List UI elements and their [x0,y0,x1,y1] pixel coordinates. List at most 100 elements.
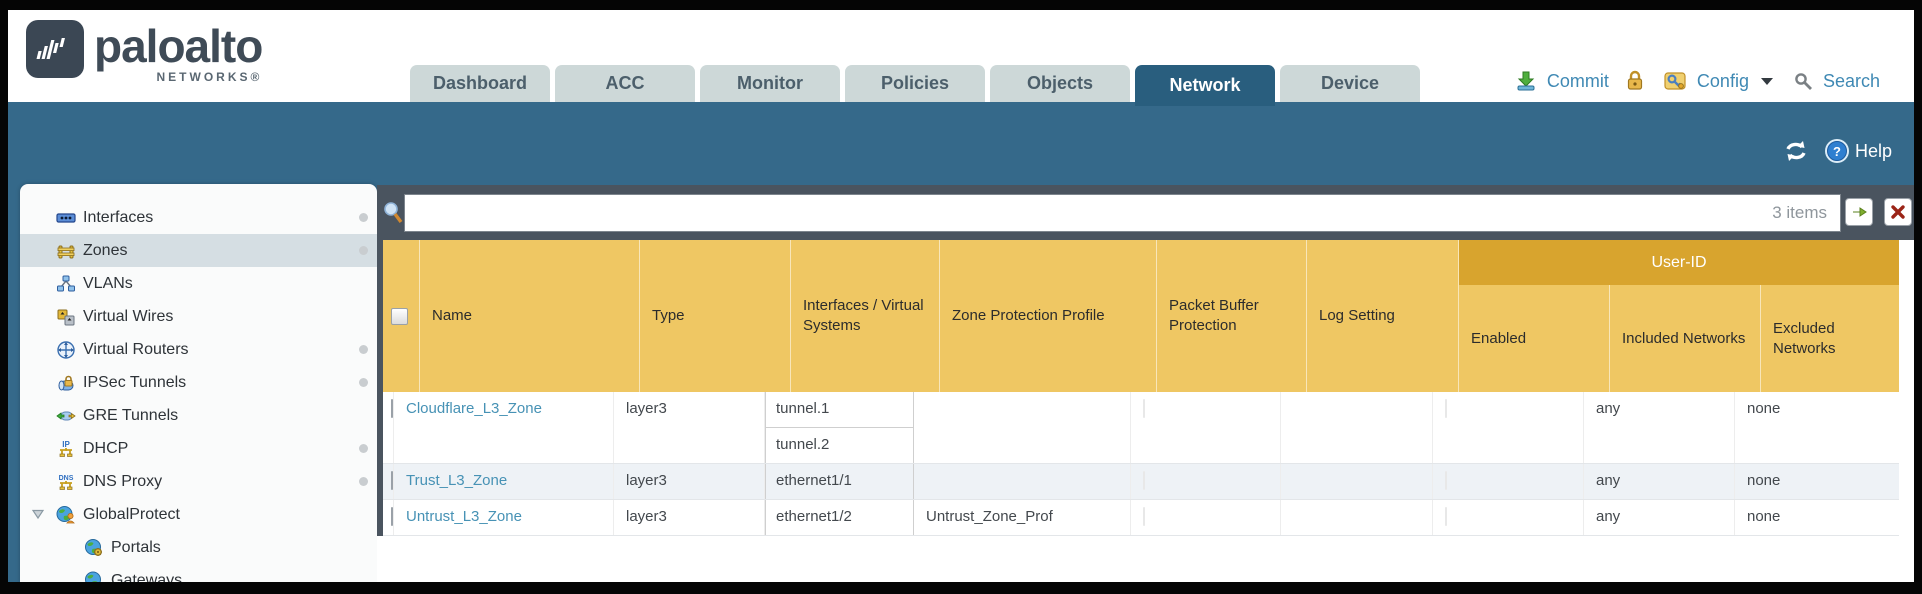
user-id-enabled-cell [1433,392,1584,463]
zones-table: Name Type Interfaces / Virtual Systems Z… [383,240,1899,536]
column-header-type[interactable]: Type [640,240,791,392]
sidebar-item-label: GlobalProtect [83,505,180,523]
config-button[interactable]: Config [1696,70,1749,91]
packet-buffer-checkbox[interactable] [1143,471,1145,490]
tab-objects[interactable]: Objects [990,65,1130,102]
sidebar-item-label: Portals [111,538,161,556]
gre-tunnels-icon [54,406,78,426]
interface-item[interactable]: tunnel.1 [766,392,913,428]
svg-text:IP: IP [62,440,70,449]
zone-name-link[interactable]: Trust_L3_Zone [406,472,508,489]
user-id-enabled-checkbox[interactable] [1445,507,1447,526]
sidebar-item-vlans[interactable]: VLANs [20,267,377,300]
column-header-log-setting[interactable]: Log Setting [1307,240,1459,392]
clear-filter-button[interactable] [1884,198,1912,226]
packet-buffer-checkbox[interactable] [1143,399,1145,418]
log-setting-cell [1281,500,1433,535]
log-setting-cell [1281,392,1433,463]
row-select-cell [383,500,394,535]
interface-item[interactable]: ethernet1/2 [776,508,852,525]
content-gutter [377,240,383,536]
excluded-networks-cell: none [1747,400,1781,417]
sidebar-item-zones[interactable]: Zones [20,234,377,267]
sidebar-item-ipsec-tunnels[interactable]: IPSec Tunnels [20,366,377,399]
tab-policies[interactable]: Policies [845,65,985,102]
column-header-zone-protection-profile[interactable]: Zone Protection Profile [940,240,1157,392]
interface-item[interactable]: tunnel.2 [776,436,830,453]
gateways-icon [82,571,106,582]
interface-item[interactable]: ethernet1/1 [776,472,852,489]
interfaces-icon [54,208,78,228]
sidebar-item-globalprotect[interactable]: GlobalProtect [20,498,377,531]
apply-filter-button[interactable] [1845,198,1873,226]
included-networks-cell: any [1584,464,1735,499]
excluded-networks-cell: none [1747,508,1781,525]
sidebar-item-virtual-wires[interactable]: Virtual Wires [20,300,377,333]
help-link[interactable]: ? Help [1824,138,1892,164]
sidebar-item-label: GRE Tunnels [83,406,179,424]
zone-name-cell: Cloudflare_L3_Zone [394,392,614,463]
paloalto-logo: paloalto NETWORKS® [26,20,263,84]
user-id-enabled-cell [1433,500,1584,535]
user-id-enabled-checkbox[interactable] [1445,471,1447,490]
row-checkbox[interactable] [391,507,393,526]
tab-acc[interactable]: ACC [555,65,695,102]
filter-input[interactable] [404,194,1841,232]
lock-icon[interactable] [1625,70,1645,92]
sidebar-item-dns-proxy[interactable]: DNS DNS Proxy [20,465,377,498]
commit-button[interactable]: Commit [1546,70,1609,91]
sidebar-item-gre-tunnels[interactable]: GRE Tunnels [20,399,377,432]
select-all-checkbox[interactable] [391,307,408,325]
zone-name-link[interactable]: Untrust_L3_Zone [406,508,522,525]
sidebar-item-label: Gateways [111,571,183,589]
included-networks-cell: any [1584,500,1735,535]
sidebar-item-portals[interactable]: Portals [20,531,377,564]
sidebar-item-dhcp[interactable]: IP DHCP [20,432,377,465]
column-header-interfaces[interactable]: Interfaces / Virtual Systems [791,240,940,392]
column-header-name[interactable]: Name [420,240,640,392]
main-nav-tabs: Dashboard ACC Monitor Policies Objects N… [410,65,1420,106]
status-dot [359,378,368,387]
tab-network[interactable]: Network [1135,65,1275,106]
tab-dashboard[interactable]: Dashboard [410,65,550,102]
zone-type-cell: layer3 [614,392,765,463]
tab-device[interactable]: Device [1280,65,1420,102]
row-checkbox[interactable] [391,399,393,418]
config-dropdown-caret-icon[interactable] [1760,77,1773,85]
svg-text:?: ? [1833,144,1841,159]
zone-interfaces-cell: tunnel.1 tunnel.2 [765,392,914,463]
search-button[interactable]: Search [1822,70,1880,91]
status-dot [359,213,368,222]
brand-subtitle: NETWORKS® [156,70,263,84]
packet-buffer-protection-cell [1131,392,1281,463]
help-label: Help [1854,140,1892,161]
zone-protection-profile-cell: Untrust_Zone_Prof [914,500,1131,535]
dhcp-icon: IP [54,439,78,459]
tab-monitor[interactable]: Monitor [700,65,840,102]
table-row: Trust_L3_Zone layer3 ethernet1/1 any non… [383,464,1899,500]
packet-buffer-protection-cell [1131,464,1281,499]
packet-buffer-checkbox[interactable] [1143,507,1145,526]
zone-interfaces-cell: ethernet1/1 [765,464,914,499]
sidebar-item-virtual-routers[interactable]: Virtual Routers [20,333,377,366]
column-header-included-networks[interactable]: Included Networks [1610,285,1761,392]
user-id-column-group: User-ID Enabled Included Networks Exclud… [1459,240,1899,392]
refresh-icon[interactable] [1782,138,1810,164]
zone-protection-profile-cell [914,392,1131,463]
sidebar-item-interfaces[interactable]: Interfaces [20,201,377,234]
virtual-routers-icon [54,340,78,360]
zone-name-link[interactable]: Cloudflare_L3_Zone [406,400,542,417]
column-header-enabled[interactable]: Enabled [1459,285,1610,392]
utility-bar: ? Help [1782,138,1892,164]
expander-triangle-icon[interactable] [31,507,45,526]
row-checkbox[interactable] [391,471,393,490]
user-id-enabled-cell [1433,464,1584,499]
sidebar-item-label: Zones [83,241,128,259]
column-header-excluded-networks[interactable]: Excluded Networks [1773,319,1836,357]
user-id-enabled-checkbox[interactable] [1445,399,1447,418]
column-header-packet-buffer-protection[interactable]: Packet Buffer Protection [1157,240,1307,392]
sidebar-item-gateways[interactable]: Gateways [20,564,377,589]
zone-type-cell: layer3 [614,464,765,499]
select-all-column [383,240,420,392]
